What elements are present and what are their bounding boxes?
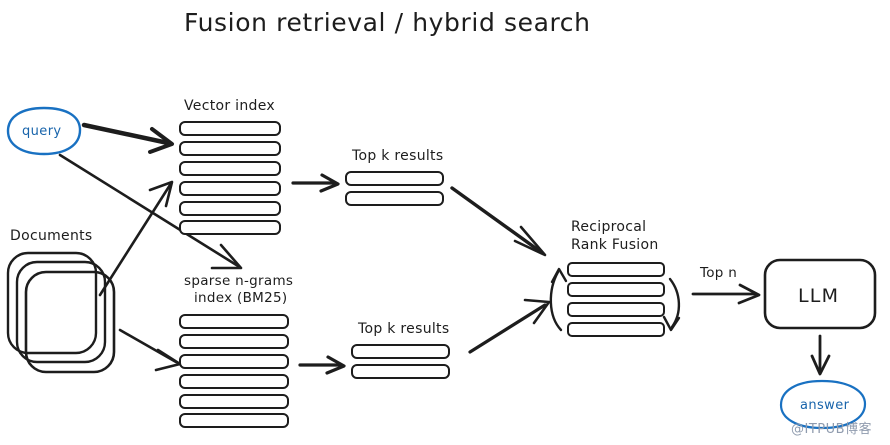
- watermark: @ITPUB博客: [791, 421, 872, 437]
- node-vector-index[interactable]: [179, 121, 281, 235]
- documents-card-front: [24, 270, 116, 374]
- vector-index-label: Vector index: [184, 98, 275, 114]
- rrf-loop-arrow-left: [549, 267, 568, 332]
- node-query[interactable]: query: [6, 106, 82, 156]
- edge-query-to-sparse-index: [58, 153, 243, 270]
- answer-label: answer: [800, 398, 850, 413]
- rrf-label-line2: Rank Fusion: [571, 237, 659, 253]
- llm-label: LLM: [798, 285, 839, 307]
- edge-query-to-vector-index: [81, 122, 174, 154]
- query-ellipse-outline: [6, 106, 82, 156]
- documents-card-back: [6, 251, 98, 355]
- rrf-loop-arrow-right: [662, 277, 681, 332]
- node-documents[interactable]: [6, 251, 116, 374]
- diagram-title: Fusion retrieval / hybrid search: [184, 8, 591, 37]
- sparse-index-label-line1: sparse n-grams: [184, 273, 293, 289]
- top-k-sparse-label: Top k results: [357, 321, 449, 337]
- node-top-k-vector[interactable]: [345, 171, 444, 206]
- llm-box-outline: [763, 258, 877, 330]
- edge-sparse-index-to-top-k: [298, 355, 346, 375]
- node-top-k-sparse[interactable]: [351, 344, 450, 379]
- edge-vector-index-to-top-k: [291, 173, 340, 193]
- edge-top-k-vector-to-rrf: [450, 186, 547, 257]
- node-answer[interactable]: answer: [779, 379, 867, 430]
- node-llm[interactable]: LLM: [763, 258, 877, 330]
- top-n-label: Top n: [699, 265, 737, 281]
- query-label: query: [22, 124, 62, 139]
- answer-ellipse-outline: [779, 379, 867, 430]
- top-k-vector-label: Top k results: [351, 148, 443, 164]
- node-sparse-index[interactable]: [179, 314, 289, 428]
- edge-documents-to-vector-index: [98, 180, 174, 297]
- edge-documents-to-sparse-index: [118, 328, 182, 372]
- rrf-label-line1: Reciprocal: [571, 219, 646, 235]
- documents-card-middle: [15, 260, 107, 364]
- edge-top-k-sparse-to-rrf: [468, 298, 551, 354]
- documents-label: Documents: [10, 228, 93, 244]
- sparse-index-label-line2: index (BM25): [194, 290, 287, 306]
- edge-rrf-to-llm: [691, 283, 761, 305]
- node-rrf[interactable]: [567, 262, 665, 337]
- edge-llm-to-answer: [810, 334, 831, 376]
